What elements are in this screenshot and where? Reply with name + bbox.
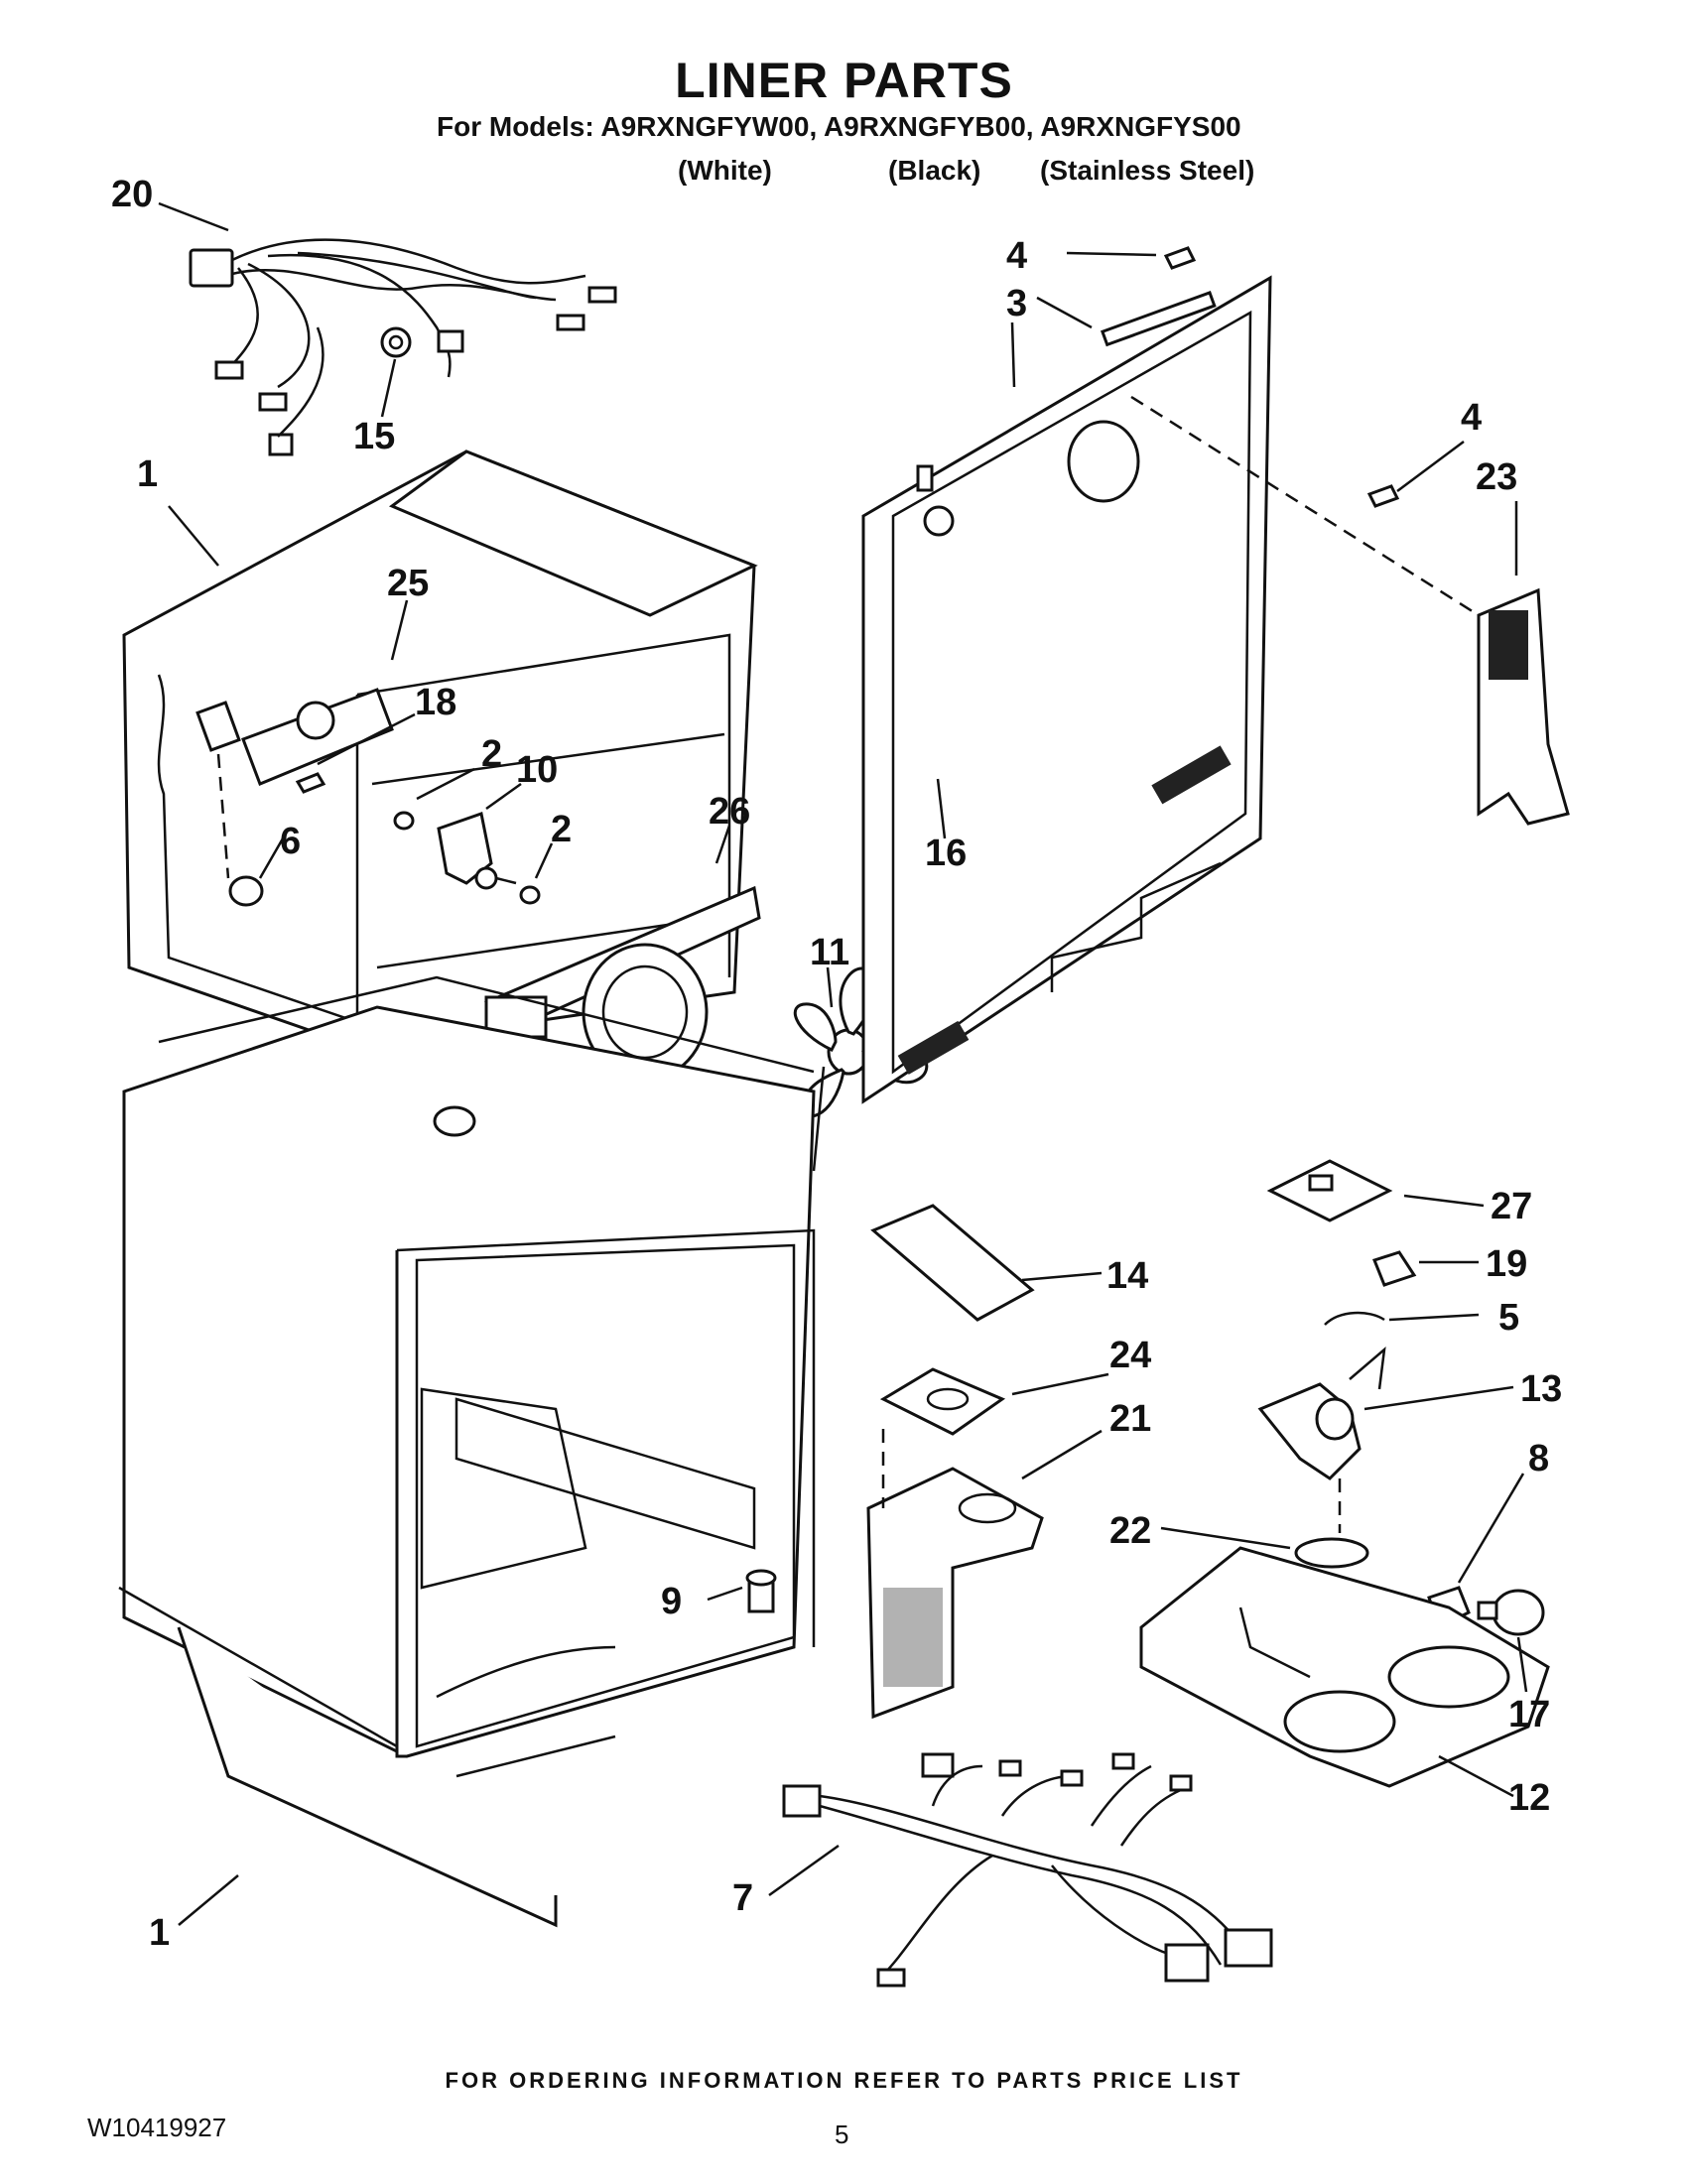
callout-15: 15: [353, 416, 395, 457]
callout-2-lower: 2: [551, 809, 572, 850]
callout-27: 27: [1491, 1186, 1532, 1227]
callout-24: 24: [1109, 1335, 1151, 1376]
fresh-food-liner: [118, 975, 816, 1928]
models-line: For Models: A9RXNGFYW00, A9RXNGFYB00, A9…: [437, 111, 1241, 142]
air-tower-23: [1477, 587, 1570, 826]
callout-1-lower: 1: [149, 1912, 170, 1954]
upper-wire-harness: [189, 238, 617, 456]
variant-white: (White): [678, 155, 772, 186]
page-title: LINER PARTS: [675, 53, 1013, 108]
nut-2-lower: [519, 885, 541, 905]
callout-11: 11: [810, 932, 849, 973]
callout-7: 7: [732, 1877, 753, 1919]
callout-numbers: 20 15 4 3 4 23 1 25 18 2 10 2 26 6 16 11…: [111, 174, 1562, 1954]
callout-4-top: 4: [1006, 235, 1027, 277]
foam-strip-3-top: [1101, 290, 1217, 347]
callout-12: 12: [1508, 1777, 1550, 1819]
callout-21: 21: [1109, 1398, 1151, 1440]
plug-9: [745, 1569, 777, 1613]
thermostat-10: [437, 812, 517, 890]
callout-3: 3: [1006, 283, 1027, 324]
control-housing: [195, 688, 394, 786]
variant-black: (Black): [888, 155, 981, 186]
screw-18: [295, 772, 326, 794]
callout-20: 20: [111, 174, 153, 215]
leader-lines: [158, 201, 1528, 1926]
freezer-liner: [122, 450, 758, 1049]
callout-6: 6: [280, 821, 301, 862]
control-housing-12: [1139, 1546, 1550, 1788]
callout-23: 23: [1476, 456, 1517, 498]
ordering-note: FOR ORDERING INFORMATION REFER TO PARTS …: [445, 2068, 1243, 2093]
callout-5: 5: [1498, 1297, 1519, 1339]
damper-housing-21: [866, 1467, 1044, 1720]
callout-4-right: 4: [1461, 397, 1482, 439]
variant-stainless: (Stainless Steel): [1040, 155, 1255, 186]
callout-1-upper: 1: [137, 453, 158, 495]
callout-17: 17: [1508, 1694, 1550, 1735]
cup-22: [1294, 1537, 1369, 1569]
clip-5: [1324, 1311, 1385, 1326]
fan-motor-bracket: [484, 885, 761, 1082]
callout-18: 18: [415, 682, 456, 723]
callout-13: 13: [1520, 1368, 1562, 1410]
foam-strip-3-side: [916, 464, 934, 492]
light-shield-14: [870, 1204, 1035, 1322]
control-board-27: [1266, 1159, 1393, 1222]
bulb-17: [1477, 1589, 1545, 1636]
callout-19: 19: [1486, 1243, 1527, 1285]
callout-10: 10: [516, 749, 558, 791]
document-number: W10419927: [87, 2113, 227, 2142]
callout-9: 9: [661, 1581, 682, 1622]
callout-8: 8: [1528, 1438, 1549, 1479]
callout-2-upper: 2: [481, 733, 502, 775]
callout-14: 14: [1106, 1255, 1148, 1297]
page-number: 5: [835, 2120, 849, 2149]
plug-6: [228, 875, 264, 907]
screw-4-right: [1366, 484, 1400, 508]
evaporator-cover-16: [861, 275, 1272, 1104]
callout-22: 22: [1109, 1510, 1151, 1552]
control-13: [1257, 1346, 1386, 1480]
socket-19: [1372, 1250, 1417, 1287]
screw-4-top: [1163, 246, 1197, 270]
callout-16: 16: [925, 833, 967, 874]
callout-25: 25: [387, 563, 429, 604]
nut-2-upper: [393, 811, 415, 831]
damper-cover-24: [879, 1367, 1006, 1436]
callout-26: 26: [709, 791, 750, 833]
lower-wire-harness: [782, 1752, 1273, 1988]
